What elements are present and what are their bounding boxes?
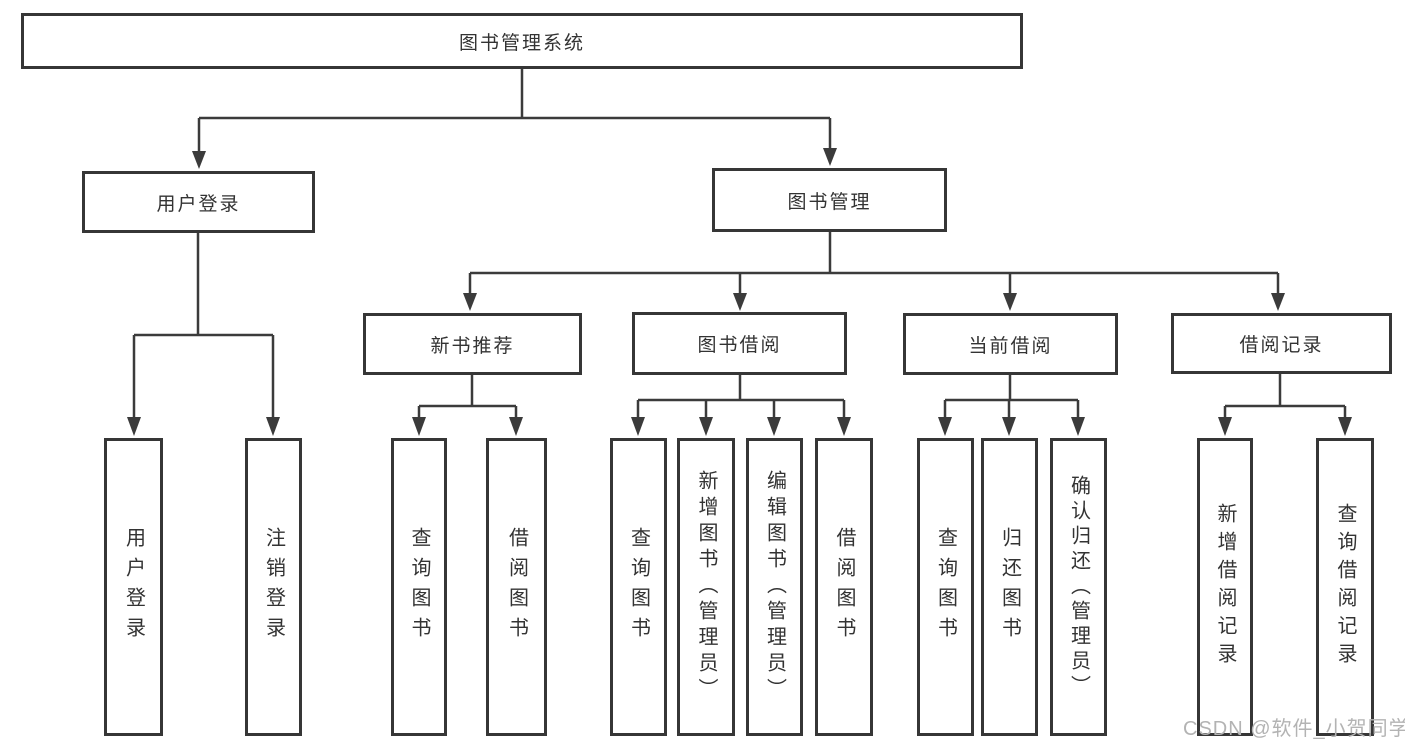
node-borrowing-records-label: 借阅记录 [1239,335,1324,356]
node-new-book-recommend: 新书推荐 [363,313,582,375]
leaf-edit-books-admin: 编辑图书（管理员） [746,438,803,736]
node-borrowing-records: 借阅记录 [1171,313,1392,374]
leaf-return-books-label: 归还图书 [998,527,1021,647]
node-book-borrowing: 图书借阅 [632,312,847,375]
leaf-recommend-query-books-label: 查询图书 [408,527,430,647]
leaf-confirm-return-admin-label: 确认归还（管理员） [1067,474,1090,700]
leaf-current-query-books: 查询图书 [917,438,974,736]
leaf-logout-label: 注销登录 [262,527,285,647]
node-book-management-group-label: 图书管理 [787,191,872,213]
leaf-borrow-books: 借阅图书 [815,438,873,736]
leaf-confirm-return-admin: 确认归还（管理员） [1050,438,1107,736]
leaf-current-query-books-label: 查询图书 [934,527,957,647]
leaf-borrowing-query-books: 查询图书 [610,438,667,736]
leaf-add-books-admin: 新增图书（管理员） [677,438,735,736]
node-book-borrowing-label: 图书借阅 [697,335,782,356]
leaf-borrow-books-label: 借阅图书 [833,527,855,647]
leaf-query-borrow-record-label: 查询借阅记录 [1334,503,1356,671]
leaf-recommend-borrow-books-label: 借阅图书 [505,527,528,647]
leaf-recommend-query-books: 查询图书 [391,438,447,736]
leaf-add-books-admin-label: 新增图书（管理员） [695,470,717,704]
node-user-login-group-label: 用户登录 [156,193,241,215]
node-root-label: 图书管理系统 [458,32,585,54]
node-user-login-group: 用户登录 [82,171,315,233]
leaf-user-login-label: 用户登录 [122,527,145,647]
node-book-management-group: 图书管理 [712,168,947,232]
node-new-book-recommend-label: 新书推荐 [430,335,515,357]
node-root: 图书管理系统 [21,13,1023,69]
leaf-borrowing-query-books-label: 查询图书 [627,527,650,647]
leaf-recommend-borrow-books: 借阅图书 [486,438,547,736]
csdn-watermark: CSDN @软件_小贺同学 [1183,718,1405,740]
leaf-return-books: 归还图书 [981,438,1038,736]
leaf-logout: 注销登录 [245,438,302,736]
leaf-user-login: 用户登录 [104,438,163,736]
leaf-add-borrow-record-label: 新增借阅记录 [1214,503,1236,671]
leaf-add-borrow-record: 新增借阅记录 [1197,438,1253,736]
leaf-query-borrow-record: 查询借阅记录 [1316,438,1374,736]
leaf-edit-books-admin-label: 编辑图书（管理员） [763,470,786,704]
node-current-borrowing: 当前借阅 [903,313,1118,375]
node-current-borrowing-label: 当前借阅 [968,335,1053,357]
